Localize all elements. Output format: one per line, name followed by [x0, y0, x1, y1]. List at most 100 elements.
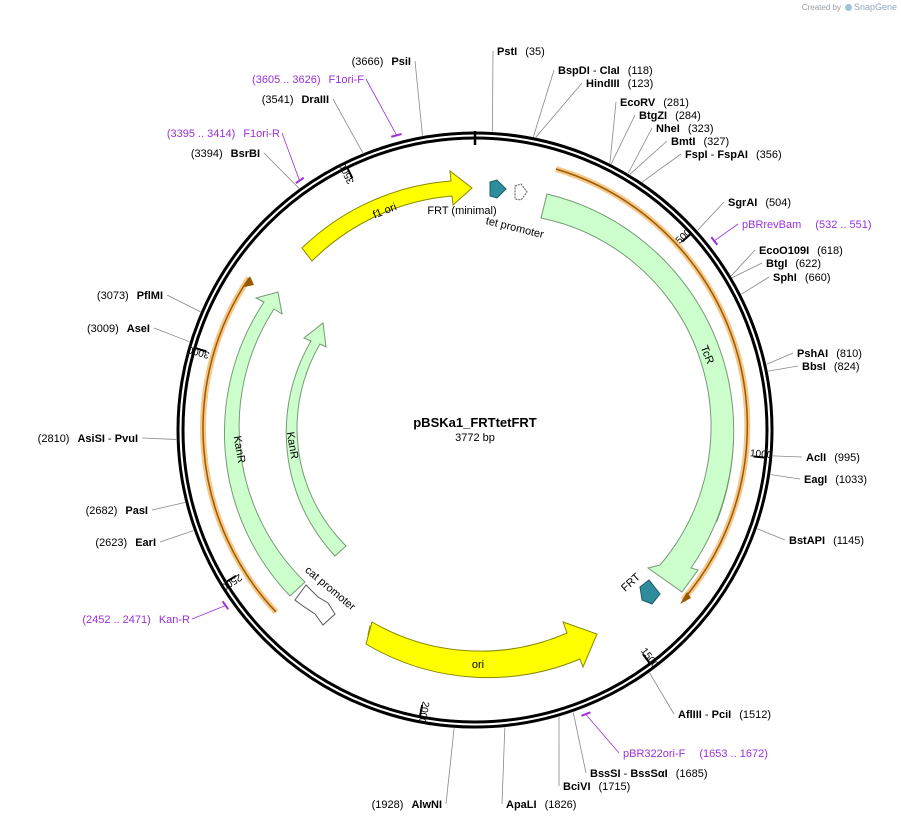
credit-brand: SnapGene — [853, 2, 897, 12]
feature-kanr-outer — [223, 291, 306, 597]
site-leader-line — [332, 98, 364, 154]
primer-label: (3605 .. 3626)F1ori-F — [252, 74, 364, 86]
tick-label: 2000 — [416, 700, 431, 724]
restriction-site-label: BstAPI(1145) — [789, 535, 864, 547]
restriction-site-label: (3073)PflMI — [97, 290, 163, 302]
restriction-site-label: BciVI(1715) — [563, 781, 630, 793]
primer-bar — [295, 176, 305, 185]
site-leader-line — [770, 474, 801, 480]
restriction-site-label: (1928)AlwNI — [372, 799, 442, 811]
primer-label: (2452 .. 2471)Kan-R — [82, 614, 190, 626]
backbone-outer — [176, 131, 774, 729]
orf-arrow-tcr — [680, 592, 691, 604]
site-leader-line — [741, 276, 770, 295]
site-leader-line — [166, 294, 201, 313]
tick-mark — [681, 233, 691, 243]
primer-label: (3395 .. 3414)F1ori-R — [167, 128, 280, 140]
restriction-site-label: BtgI(622) — [766, 258, 821, 270]
tick-label: 1000 — [749, 448, 773, 461]
site-leader-line — [151, 502, 186, 511]
tick-mark — [226, 575, 237, 583]
tick-label: 1500 — [638, 646, 660, 671]
site-labels: PstI(35) BspDI - ClaI(118)HindIII(123) Eco… — [38, 46, 867, 811]
restriction-site-label: (2810)AsiSI - PvuI — [38, 433, 138, 445]
restriction-site-label: PshAI(810) — [797, 348, 862, 360]
site-leader-line — [609, 101, 617, 164]
restriction-site-label: NheI(323) — [656, 123, 714, 135]
restriction-site-label: BtgZI(284) — [639, 110, 701, 122]
restriction-site-label: EcoRV(281) — [620, 97, 689, 109]
primer-bar — [221, 600, 230, 610]
orf-arrow-kan — [244, 276, 254, 287]
site-leader-line — [610, 114, 636, 165]
label-frt-minimal: FRT (minimal) — [427, 205, 496, 217]
site-leader-line — [445, 728, 455, 805]
site-leader-line — [768, 365, 799, 372]
site-leader-line — [641, 153, 682, 183]
primer-leader-line — [714, 223, 739, 241]
tick-mark — [642, 653, 651, 664]
tick-mark — [753, 455, 765, 459]
restriction-site-label: (2682)PasI — [86, 505, 148, 517]
primer-bar — [581, 711, 591, 717]
primer-bar — [390, 133, 402, 138]
credit-prefix: Created by — [801, 2, 841, 12]
backbone-inner — [181, 136, 769, 724]
plasmid-length: 3772 bp — [455, 432, 495, 444]
restriction-site-label: PstI(35) — [497, 46, 545, 58]
site-leader-line — [697, 201, 725, 231]
restriction-site-label: (3394)BsrBI — [191, 148, 260, 160]
tick-mark — [346, 167, 354, 179]
plasmid-name: pBSKa1_FRTtetFRT — [413, 415, 537, 430]
feature-kanr-inner — [285, 322, 347, 557]
restriction-site-label: ApaLI(1826) — [506, 799, 576, 811]
label-tet-promoter: tet promoter — [484, 215, 545, 241]
primer-label: pBRrevBam(532 .. 551) — [742, 219, 872, 231]
restriction-site-label: BspDI - ClaI(118) — [558, 65, 653, 77]
site-leader-line — [501, 727, 506, 805]
restriction-site-label: SphI(660) — [773, 272, 831, 284]
snapgene-credit: Created by SnapGene — [802, 2, 897, 12]
label-kanr-inner: KanR — [284, 431, 301, 460]
site-leader-line — [732, 262, 763, 278]
restriction-site-label: FspI - FspAI(356) — [685, 149, 782, 161]
site-leader-line — [141, 437, 177, 440]
feature-tcr — [540, 193, 735, 593]
orf-arc-kan-core — [202, 277, 277, 613]
site-leader-line — [263, 152, 300, 189]
feature-ori-body — [365, 621, 598, 679]
site-leader-line — [153, 327, 190, 343]
label-frt: FRT — [619, 571, 643, 594]
feature-f1-ori-body — [301, 169, 473, 262]
restriction-site-label: (3666)PsiI — [352, 56, 411, 68]
snapgene-logo-icon — [844, 3, 852, 11]
restriction-site-label: (3009)AseI — [87, 323, 150, 335]
site-leader-line — [649, 672, 675, 715]
restriction-site-label: EcoO109I(618) — [759, 245, 843, 257]
feature-frt — [639, 579, 661, 605]
primer-leader-line — [586, 714, 620, 754]
site-leader-line — [533, 69, 555, 137]
site-leader-line — [766, 352, 794, 365]
site-leader-line — [535, 82, 583, 138]
feature-cat-promoter — [294, 584, 336, 626]
orf-arc-tcr-core — [555, 168, 749, 601]
site-leader-line — [627, 127, 653, 174]
restriction-site-label: AclI(995) — [806, 452, 860, 464]
site-leader-line — [572, 712, 587, 774]
primer-labels: (3605 .. 3626)F1ori-F (3395 .. 3414)F1ori… — [82, 74, 871, 760]
tick-mark — [419, 704, 424, 716]
tick-mark — [195, 347, 207, 353]
site-leader-line — [159, 530, 194, 543]
tick-label: 3000 — [186, 343, 211, 360]
primer-bar — [710, 236, 719, 246]
restriction-site-label: SgrAI(504) — [728, 197, 791, 209]
primer-leader-line — [365, 78, 397, 135]
feature-tet-promoter — [514, 183, 528, 201]
site-leader-line — [492, 50, 494, 132]
restriction-site-label: HindIII(123) — [586, 78, 653, 90]
restriction-site-label: (3541)DraIII — [262, 94, 329, 106]
label-kanr-outer: KanR — [231, 435, 248, 464]
site-leader-line — [414, 60, 423, 136]
primer-leader-line — [191, 605, 225, 620]
